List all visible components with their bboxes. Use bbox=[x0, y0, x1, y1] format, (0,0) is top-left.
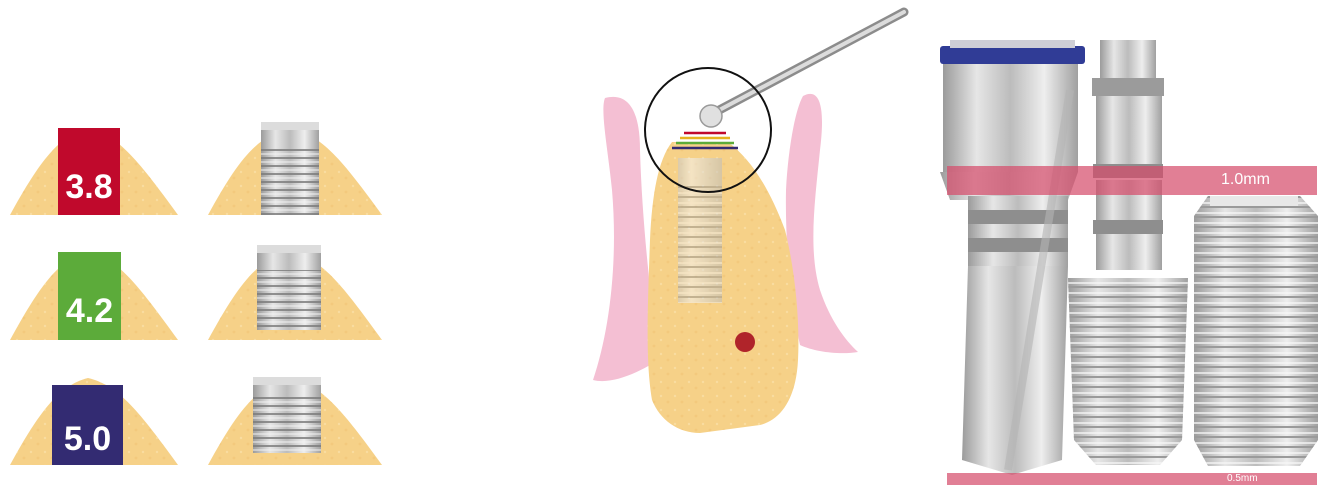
size-badge-4-2: 4.2 bbox=[58, 252, 121, 340]
band-label-1-0mm: 1.0mm bbox=[1221, 171, 1270, 189]
size-label-4-2: 4.2 bbox=[52, 292, 127, 331]
bone-cross-section bbox=[648, 142, 799, 433]
size-badge-5-0: 5.0 bbox=[52, 385, 123, 465]
size-label-3-8: 3.8 bbox=[52, 168, 126, 207]
size-label-5-0: 5.0 bbox=[52, 420, 123, 459]
implant-5-0-illustration bbox=[208, 377, 382, 465]
band-1-0mm: 1.0mm bbox=[947, 166, 1317, 195]
drill-left bbox=[940, 40, 1085, 475]
band-label-0-5mm: 0.5mm bbox=[1227, 473, 1258, 484]
band-0-5mm: 0.5mm bbox=[947, 473, 1317, 485]
implant-4-2-illustration bbox=[208, 245, 382, 340]
implant-right bbox=[1194, 196, 1318, 466]
implant-3-8-illustration bbox=[208, 122, 382, 215]
size-badge-3-8: 3.8 bbox=[58, 128, 120, 215]
implant-in-bone bbox=[678, 158, 722, 303]
nerve-dot bbox=[735, 332, 755, 352]
drill-middle bbox=[1068, 40, 1188, 465]
